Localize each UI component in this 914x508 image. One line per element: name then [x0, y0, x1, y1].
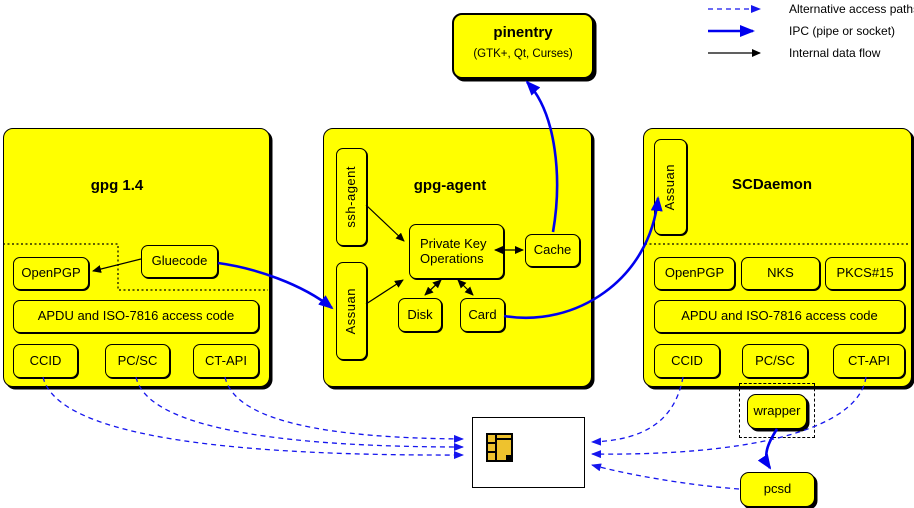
pinentry-title: pinentry [493, 24, 553, 41]
card-box: Card [460, 298, 505, 332]
gpg14-pcsc-box: PC/SC [105, 344, 170, 378]
scdaemon-ctapi-box: CT-API [833, 344, 905, 378]
assuan-label: Assuan [343, 287, 359, 335]
legend-ipc-label: IPC (pipe or socket) [789, 24, 896, 38]
gpg14-apdu-box: APDU and ISO-7816 access code [13, 300, 259, 333]
scdaemon-pkcs15-box: PKCS#15 [825, 257, 905, 290]
ssh-agent-label: ssh-agent [343, 166, 359, 228]
gpg14-gluecode-box: Gluecode [141, 245, 218, 278]
gpg14-ctapi-box: CT-API [193, 344, 259, 378]
cache-box: Cache [525, 234, 580, 267]
scdaemon-apdu-box: APDU and ISO-7816 access code [654, 300, 905, 333]
scdaemon-openpgp-box: OpenPGP [654, 257, 735, 290]
scdaemon-assuan-label: Assuan [662, 163, 678, 211]
scdaemon-pcsc-box: PC/SC [742, 344, 808, 378]
gpg14-title: gpg 1.4 [90, 177, 144, 194]
chip-icon [486, 433, 513, 462]
edge-scdaemon-ctapi-card [591, 376, 867, 459]
disk-box: Disk [398, 298, 442, 332]
private-key-operations-box: Private Key Operations [409, 224, 504, 279]
gpg-agent-assuan-box: Assuan [336, 262, 367, 360]
gpg-agent-title: gpg-agent [413, 177, 487, 194]
gpg-agent-ssh-agent-box: ssh-agent [336, 148, 367, 246]
pinentry-subtitle: (GTK+, Qt, Curses) [473, 48, 573, 60]
pcsd-box: pcsd [740, 472, 815, 507]
edge-gpg14-pcsc-card [135, 376, 464, 451]
pinentry-box: pinentry (GTK+, Qt, Curses) [452, 13, 594, 79]
edge-gpg14-ccid-card [42, 376, 464, 460]
gpg14-ccid-box: CCID [13, 344, 78, 378]
legend-internal-label: Internal data flow [789, 46, 881, 60]
edge-pcsd-card [591, 463, 740, 490]
pko-label: Private Key Operations [420, 237, 486, 266]
legend-alternative-label: Alternative access paths [789, 2, 914, 16]
scdaemon-assuan-box: Assuan [654, 139, 687, 235]
gpg14-openpgp-box: OpenPGP [13, 257, 89, 290]
scdaemon-title: SCDaemon [731, 176, 813, 193]
scdaemon-ccid-box: CCID [654, 344, 720, 378]
pko-line2: Operations [420, 250, 484, 266]
scdaemon-nks-box: NKS [741, 257, 820, 290]
pko-line1: Private Key [420, 236, 487, 252]
wrapper-box: wrapper [747, 394, 807, 429]
smartcard [472, 417, 585, 488]
